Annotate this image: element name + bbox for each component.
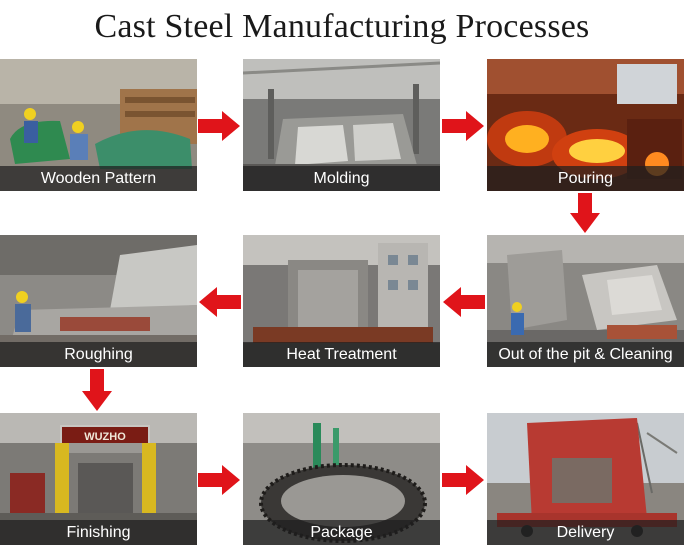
caption-bar bbox=[487, 342, 684, 367]
page-title: Cast Steel Manufacturing Processes bbox=[94, 8, 590, 45]
step-roughing: Roughing bbox=[0, 235, 197, 367]
caption-bar bbox=[0, 342, 197, 367]
step-label: Molding bbox=[313, 170, 370, 187]
right-arrow-icon bbox=[442, 465, 484, 495]
step-delivery: Delivery bbox=[487, 413, 684, 545]
left-arrow-icon bbox=[199, 287, 241, 317]
right-arrow-icon bbox=[198, 465, 240, 495]
step-label: Wooden Pattern bbox=[40, 170, 157, 187]
step-label: Pouring bbox=[557, 170, 614, 187]
left-arrow-icon bbox=[443, 287, 485, 317]
step-finishing: WUZHO Finishing bbox=[0, 413, 197, 545]
caption-bar bbox=[487, 520, 684, 545]
caption-bar bbox=[0, 520, 197, 545]
caption-bar bbox=[487, 166, 684, 191]
step-heat-treatment: Heat Treatment bbox=[243, 235, 440, 367]
step-label: Package bbox=[310, 524, 373, 541]
down-arrow-icon bbox=[82, 369, 112, 411]
step-label: Out of the pit & Cleaning bbox=[498, 346, 673, 363]
down-arrow-icon bbox=[570, 193, 600, 233]
step-molding: Molding bbox=[243, 59, 440, 191]
right-arrow-icon bbox=[442, 111, 484, 141]
right-arrow-icon bbox=[198, 111, 240, 141]
step-label: Finishing bbox=[66, 524, 131, 541]
step-label: Heat Treatment bbox=[286, 346, 397, 363]
step-out-of-pit-cleaning: Out of the pit & Cleaning bbox=[487, 235, 684, 367]
step-package: Package bbox=[243, 413, 440, 545]
caption-bar bbox=[0, 166, 197, 191]
wooden-pattern-photo bbox=[0, 59, 197, 191]
step-label: Roughing bbox=[64, 346, 133, 363]
step-pouring: Pouring bbox=[487, 59, 684, 191]
step-wooden-pattern: Wooden Pattern bbox=[0, 59, 197, 191]
caption-bar bbox=[243, 520, 440, 545]
step-label: Delivery bbox=[556, 524, 615, 541]
caption-bar bbox=[243, 166, 440, 191]
caption-bar bbox=[243, 342, 440, 367]
machine-sign: WUZHO bbox=[84, 431, 126, 443]
